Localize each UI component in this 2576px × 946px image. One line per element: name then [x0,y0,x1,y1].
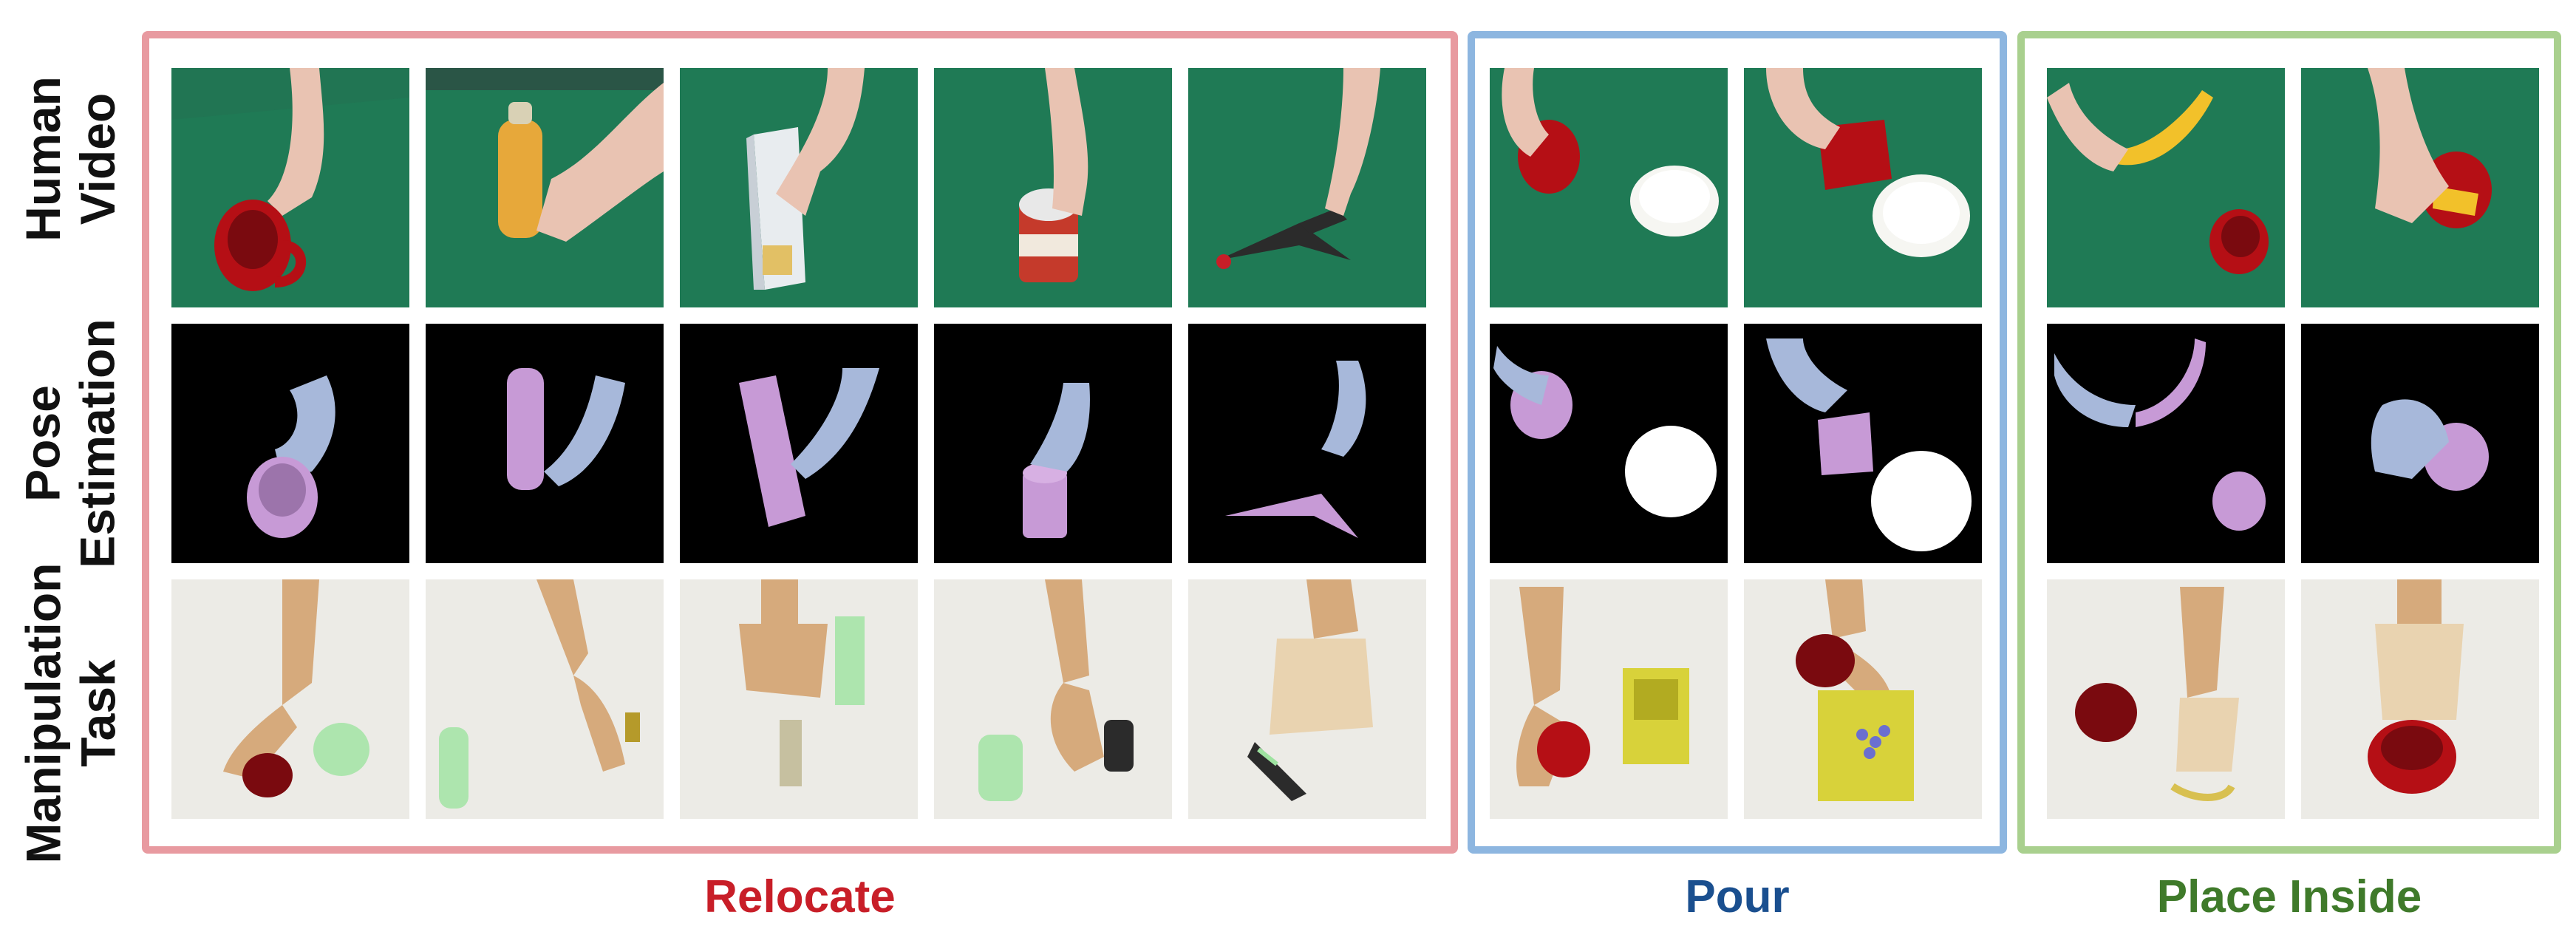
pose-estimation-relocate-box [680,324,918,563]
human-video-relocate-mug [171,68,409,307]
manipulation-task-place-b [2301,579,2539,819]
relocate-group-frame [142,31,1458,854]
human-video-place-banana [2047,68,2285,307]
human-video-relocate-bottle [426,68,664,307]
pose-estimation-relocate-mug [171,324,409,563]
manipulation-task-relocate-box [680,579,918,819]
row-label-line-1: Pose [16,385,71,502]
manipulation-task-relocate-bottle [426,579,664,819]
row-label-line-2: Video [70,92,125,225]
pose-estimation-place-b [2301,324,2539,563]
human-video-relocate-clamp [1188,68,1426,307]
pose-estimation-pour-a [1490,324,1728,563]
pose-estimation-pour-b [1744,324,1982,563]
pour-label: Pour [1685,871,1790,922]
place-inside-label: Place Inside [2156,871,2422,922]
row-label-manipulation-task: Manipulation Task [0,563,140,864]
manipulation-task-place-a [2047,579,2285,819]
manipulation-task-relocate-clamp [1188,579,1426,819]
pose-estimation-relocate-clamp [1188,324,1426,563]
pose-estimation-place-a [2047,324,2285,563]
human-video-place-inside-mug [2301,68,2539,307]
row-label-line-1: Manipulation [16,562,70,864]
manipulation-task-relocate-mug [171,579,409,819]
manipulation-task-pour-a [1490,579,1728,819]
row-label-human-video: Human Video [0,67,140,251]
manipulation-task-pour-b [1744,579,1982,819]
relocate-label: Relocate [704,871,896,922]
row-label-line-2: Estimation [70,319,126,568]
row-label-pose-estimation: Pose Estimation [0,319,140,568]
row-label-line-2: Task [70,659,125,767]
human-video-pour-tilted-mug [1744,68,1982,307]
human-video-relocate-box [680,68,918,307]
row-label-line-1: Human [16,76,70,242]
human-video-pour-mug-bowl [1490,68,1728,307]
place-inside-group-frame [2017,31,2561,854]
pose-estimation-relocate-bottle [426,324,664,563]
pour-group-frame [1468,31,2007,854]
manipulation-task-relocate-can [934,579,1172,819]
pose-estimation-relocate-can [934,324,1172,563]
human-video-relocate-can [934,68,1172,307]
